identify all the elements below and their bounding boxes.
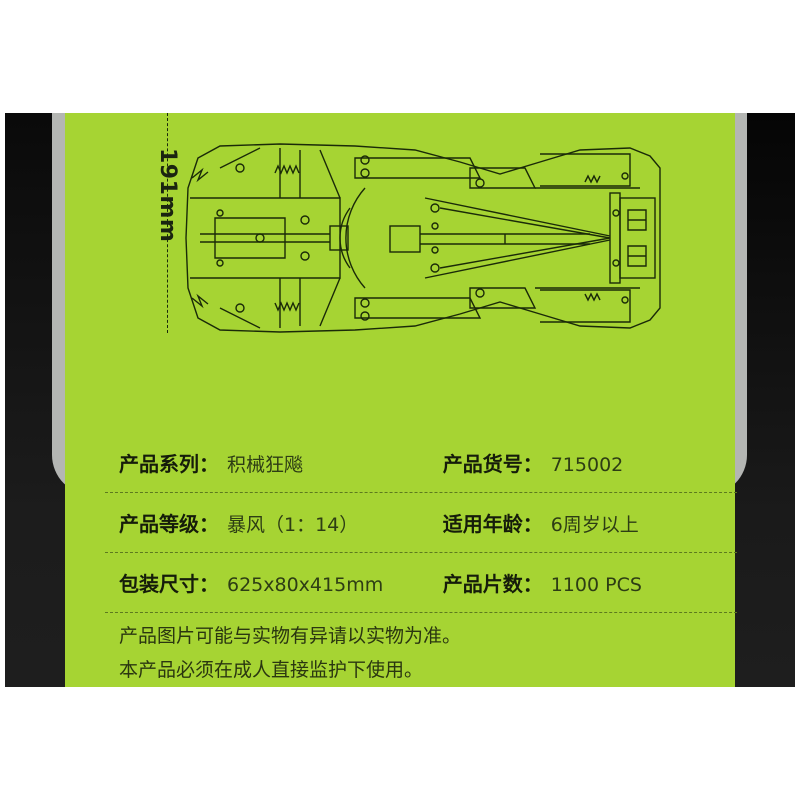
spec-value: 715002 (550, 454, 624, 476)
spec-label: 产品等级： (119, 512, 219, 536)
spec-value: 暴风（1：14） (227, 514, 359, 536)
spec-cell-piece-count: 产品片数： 1100 PCS (443, 568, 737, 597)
spec-table: 产品系列： 积械狂飚 产品货号： 715002 产品等级： 暴风（1：14） 适… (105, 433, 737, 613)
spec-value: 6周岁以上 (550, 514, 639, 536)
spec-label: 产品系列： (119, 452, 219, 476)
safety-warning-line: 本产品必须在成人直接监护下使用。 (119, 659, 424, 681)
spec-row: 包装尺寸： 625x80x415mm 产品片数： 1100 PCS (105, 553, 737, 613)
spec-cell-grade: 产品等级： 暴风（1：14） (119, 508, 443, 537)
spec-label: 包装尺寸： (119, 572, 219, 596)
spec-cell-item-number: 产品货号： 715002 (443, 448, 737, 477)
spec-label: 产品货号： (442, 452, 543, 476)
spec-cell-age: 适用年龄： 6周岁以上 (443, 508, 737, 537)
spec-value: 1100 PCS (550, 574, 642, 596)
disclaimer-notes: 产品图片可能与实物有异请以实物为准。 本产品必须在成人直接监护下使用。 (119, 619, 461, 687)
disclaimer-line: 产品图片可能与实物有异请以实物为准。 (119, 625, 462, 647)
spec-cell-package-size: 包装尺寸： 625x80x415mm (119, 568, 443, 597)
spec-row: 产品等级： 暴风（1：14） 适用年龄： 6周岁以上 (105, 493, 737, 553)
car-chassis-drawing (185, 143, 661, 333)
spec-label: 产品片数： (442, 572, 543, 596)
spec-row: 产品系列： 积械狂飚 产品货号： 715002 (105, 433, 737, 493)
spec-cell-series: 产品系列： 积械狂飚 (119, 448, 443, 477)
spec-value: 积械狂飚 (227, 454, 304, 476)
spec-label: 适用年龄： (442, 512, 543, 536)
height-dimension-label: 191mm (155, 148, 180, 243)
spec-value: 625x80x415mm (227, 574, 384, 596)
dimension-line (167, 113, 168, 333)
product-spec-banner: 191mm (5, 113, 795, 687)
spec-card: 191mm (65, 113, 737, 687)
